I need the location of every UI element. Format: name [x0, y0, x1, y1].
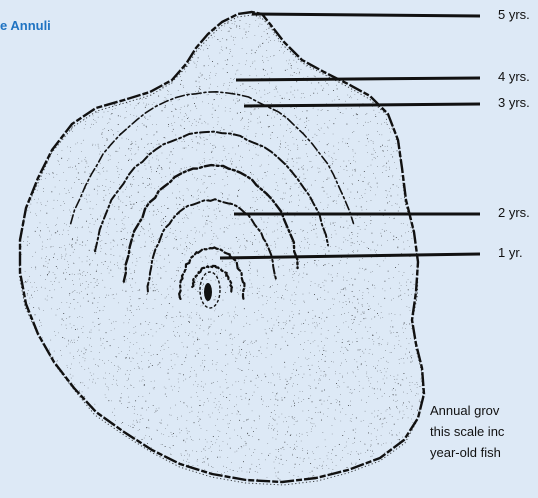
leader-line-3: [244, 104, 480, 106]
scale-stipple: [21, 14, 423, 483]
label-4-yrs: 4 yrs.: [498, 69, 530, 85]
growth-ring-4: [124, 165, 298, 281]
caption-line-3: year-old fish: [430, 442, 538, 463]
growth-ring-6: [71, 92, 354, 224]
focus-core: [204, 283, 212, 301]
leader-line-1: [252, 14, 480, 16]
growth-ring-5: [95, 132, 328, 252]
label-2-yrs: 2 yrs.: [498, 205, 530, 221]
leader-lines: [220, 14, 480, 258]
scale-edge: [20, 12, 424, 482]
label-5-yrs: 5 yrs.: [498, 7, 530, 23]
label-3-yrs: 3 yrs.: [498, 95, 530, 111]
scale-focus: [200, 272, 220, 308]
caption-line-2: this scale inc: [430, 421, 538, 442]
stipple-dots: [21, 14, 423, 483]
leader-line-2: [236, 78, 480, 80]
growth-ring-1: [192, 266, 232, 292]
label-1-yr: 1 yr.: [498, 245, 523, 261]
caption-line-1: Annual grov: [430, 400, 538, 421]
scale-outline: [19, 12, 424, 485]
caption: Annual grov this scale inc year-old fish: [430, 400, 538, 463]
growth-rings: [71, 92, 354, 299]
